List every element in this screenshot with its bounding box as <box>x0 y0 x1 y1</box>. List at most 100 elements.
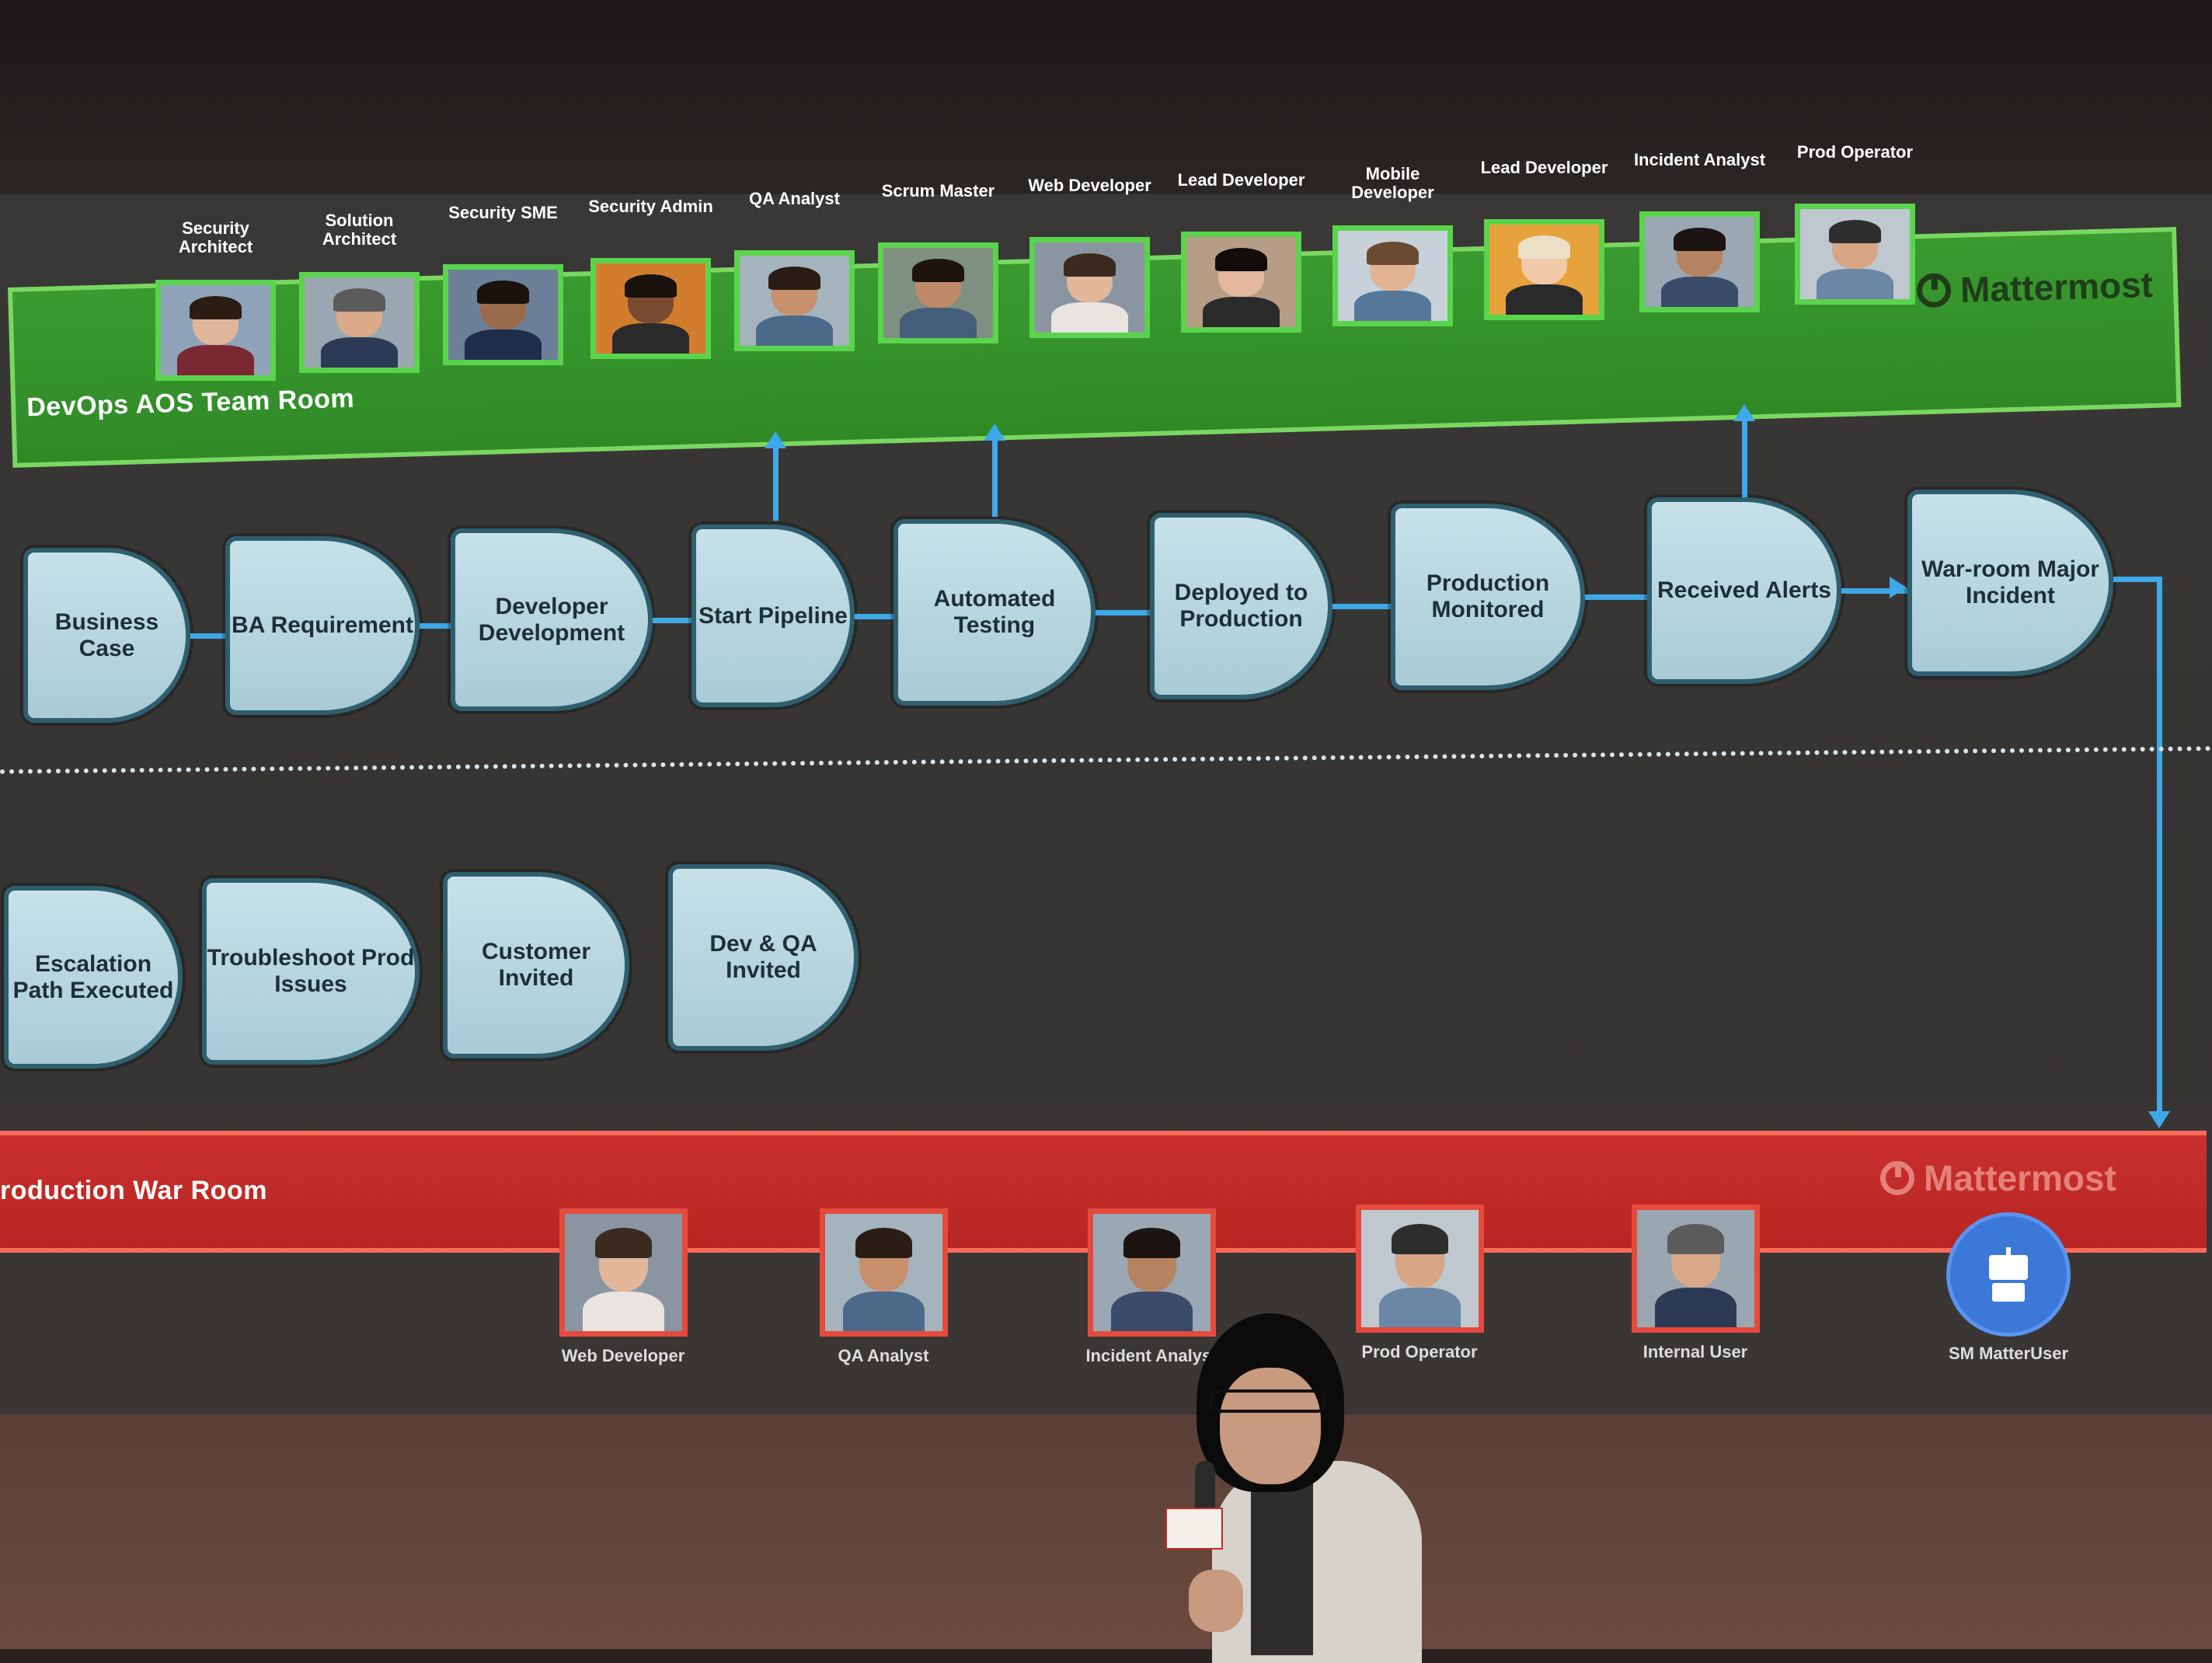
flow-connector <box>190 633 225 639</box>
photo-body <box>177 344 254 375</box>
team-member-avatar <box>1795 204 1915 305</box>
team-member-role-label: Security Architect <box>178 218 253 256</box>
war-room-member-role-label: Web Developer <box>561 1346 685 1365</box>
flow-connector <box>2113 577 2160 582</box>
photo-body <box>1506 284 1583 315</box>
flow-step-node: Developer Development <box>451 528 653 711</box>
team-member-avatar <box>299 272 420 373</box>
photo-body <box>465 329 542 360</box>
flow-connector-up <box>773 447 779 521</box>
team-member-role-label: QA Analyst <box>749 189 840 208</box>
team-member-role-label: Web Developer <box>1028 176 1151 195</box>
war-room-member-avatar <box>820 1208 948 1337</box>
devops-team-room-title: DevOps AOS Team Room <box>26 383 355 423</box>
team-member-role-label: Security SME <box>448 203 558 222</box>
flow-connector <box>1332 604 1391 609</box>
flow-step-node: Received Alerts <box>1647 497 1841 684</box>
photo-body <box>756 315 833 346</box>
presenter-face <box>1220 1368 1321 1484</box>
photo-body <box>842 1291 925 1331</box>
mattermost-logo-bottom: Mattermost <box>1880 1157 2116 1199</box>
presenter-glasses <box>1209 1389 1325 1413</box>
war-room-member-role-label: Internal User <box>1642 1342 1748 1361</box>
team-member-role-label: Mobile Developer <box>1351 164 1434 202</box>
presenter-hand <box>1189 1570 1243 1632</box>
arrow-up-icon <box>984 424 1005 441</box>
photo-body <box>1203 296 1280 327</box>
flow-step-node: Automated Testing <box>894 519 1096 706</box>
team-member-avatar <box>155 280 276 381</box>
presenter-jacket <box>1212 1461 1422 1663</box>
production-war-room-title: roduction War Room <box>0 1176 267 1205</box>
photo-hair <box>855 1228 912 1259</box>
team-member-role-label: Lead Developer <box>1480 158 1608 177</box>
team-member-avatar <box>443 264 563 365</box>
war-room-member-avatar <box>1088 1208 1216 1337</box>
photo-body <box>612 322 689 354</box>
war-room-member-role-label: QA Analyst <box>838 1346 929 1365</box>
team-member-avatar <box>1639 211 1760 312</box>
mattermost-mark-icon <box>1916 273 1952 309</box>
team-member-avatar <box>1484 219 1604 320</box>
photo-hair <box>1392 1224 1448 1255</box>
flow-connector <box>1096 610 1150 615</box>
flow-connector <box>1585 594 1647 600</box>
team-member-avatar <box>1332 225 1453 326</box>
photo-hair <box>911 258 965 283</box>
photo-hair <box>1517 235 1571 260</box>
photo-hair <box>1673 227 1726 252</box>
flow-connector <box>653 617 691 623</box>
photo-hair <box>595 1228 652 1259</box>
flow-step-node: Deployed to Production <box>1150 513 1332 699</box>
team-member-role-label: Prod Operator <box>1796 142 1914 162</box>
photo-hair <box>1667 1224 1724 1255</box>
team-member-role-label: Security Admin <box>588 197 713 216</box>
photo-body <box>900 307 977 338</box>
photo-body <box>1378 1287 1461 1327</box>
robot-icon <box>1981 1247 2036 1302</box>
flow-step-node: Production Monitored <box>1391 504 1585 690</box>
war-room-member-avatar <box>559 1208 688 1337</box>
photo-body <box>1661 276 1738 307</box>
war-room-member-avatar <box>1356 1205 1484 1333</box>
war-room-member-role-label: Incident Analyst <box>1085 1346 1217 1365</box>
flow-step-node: War-room Major Incident <box>1907 490 2113 676</box>
photo-hair <box>1063 253 1116 277</box>
photo-hair <box>476 280 530 305</box>
photo-body <box>1654 1287 1737 1327</box>
flow-step-node: Dev & QA Invited <box>668 864 859 1051</box>
photo-body <box>1354 290 1431 321</box>
photo-hair <box>1828 219 1882 244</box>
war-room-member-role-label: Prod Operator <box>1361 1342 1478 1361</box>
presenter-shirt <box>1251 1476 1313 1655</box>
team-member-avatar <box>734 250 855 351</box>
flow-step-node: BA Requirement <box>225 536 420 715</box>
team-member-avatar <box>590 258 711 359</box>
flow-step-node: Troubleshoot Prod Issues <box>202 878 420 1065</box>
photo-body <box>1051 302 1128 333</box>
flow-connector-up <box>992 439 998 517</box>
photo-body <box>321 336 398 368</box>
team-member-avatar <box>878 242 998 343</box>
team-member-role-label: Solution Architect <box>322 211 397 249</box>
photo-hair <box>189 295 242 320</box>
arrow-up-icon <box>1733 404 1755 421</box>
flow-connector-up <box>1742 420 1747 497</box>
flow-connector <box>1841 588 1907 594</box>
arrow-down-icon <box>2148 1111 2170 1128</box>
flow-connector-down <box>2157 577 2162 1113</box>
room-ceiling <box>0 0 2212 194</box>
flow-step-node: Escalation Path Executed <box>4 886 183 1069</box>
photo-hair <box>1366 241 1420 266</box>
flow-connector <box>855 613 894 619</box>
team-member-role-label: Incident Analyst <box>1633 150 1766 169</box>
arrow-right-icon <box>1890 577 1907 598</box>
photo-hair <box>624 274 678 298</box>
mattermost-mark-icon <box>1880 1161 1914 1195</box>
microphone-flag <box>1165 1508 1223 1550</box>
photo-body <box>582 1291 665 1331</box>
team-member-role-label: Lead Developer <box>1177 170 1305 190</box>
photo-hair <box>1214 247 1268 272</box>
war-room-member-role-label: SM MatterUser <box>1948 1344 2069 1363</box>
flow-step-node: Customer Invited <box>443 872 629 1058</box>
